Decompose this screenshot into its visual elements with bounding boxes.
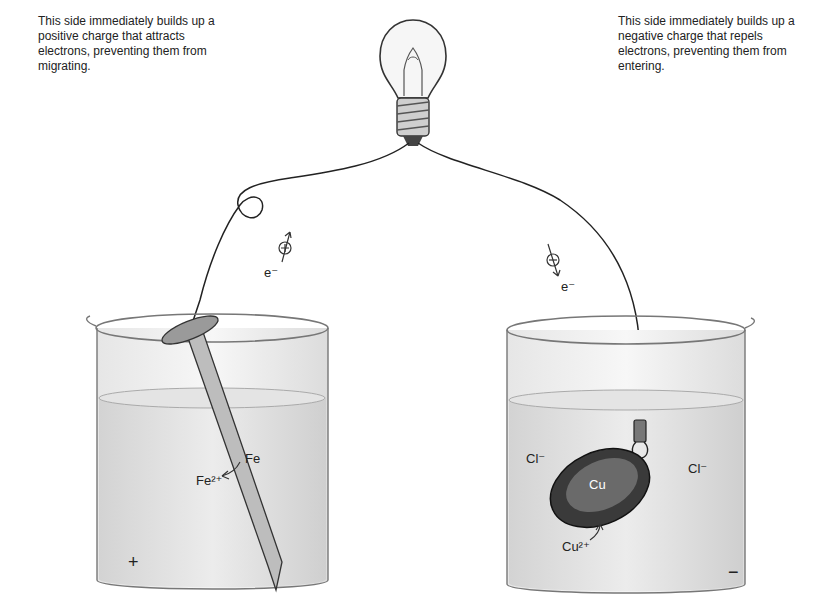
ion-label: Cl⁻	[526, 452, 545, 467]
charge-sign: +	[128, 552, 139, 573]
electron-label: e⁻	[264, 266, 278, 281]
copper-electrode	[538, 420, 663, 543]
element-label: Fe	[245, 452, 260, 467]
beaker	[507, 316, 754, 593]
beaker	[87, 314, 328, 589]
ion-label: Cl⁻	[688, 462, 707, 477]
charge-sign: −	[728, 562, 739, 583]
ion-label: Fe²⁺	[196, 474, 222, 489]
annotation-note: This side immediately builds up a positi…	[38, 14, 228, 74]
ion-label: Cu²⁺	[562, 540, 590, 555]
light-bulb	[380, 20, 446, 146]
element-label: Cu	[589, 478, 606, 493]
iron-nail	[159, 310, 282, 590]
electron-symbol	[279, 232, 560, 276]
wire	[190, 143, 409, 330]
annotation-note: This side immediately builds up a negati…	[618, 14, 818, 74]
electron-label: e⁻	[561, 280, 575, 295]
